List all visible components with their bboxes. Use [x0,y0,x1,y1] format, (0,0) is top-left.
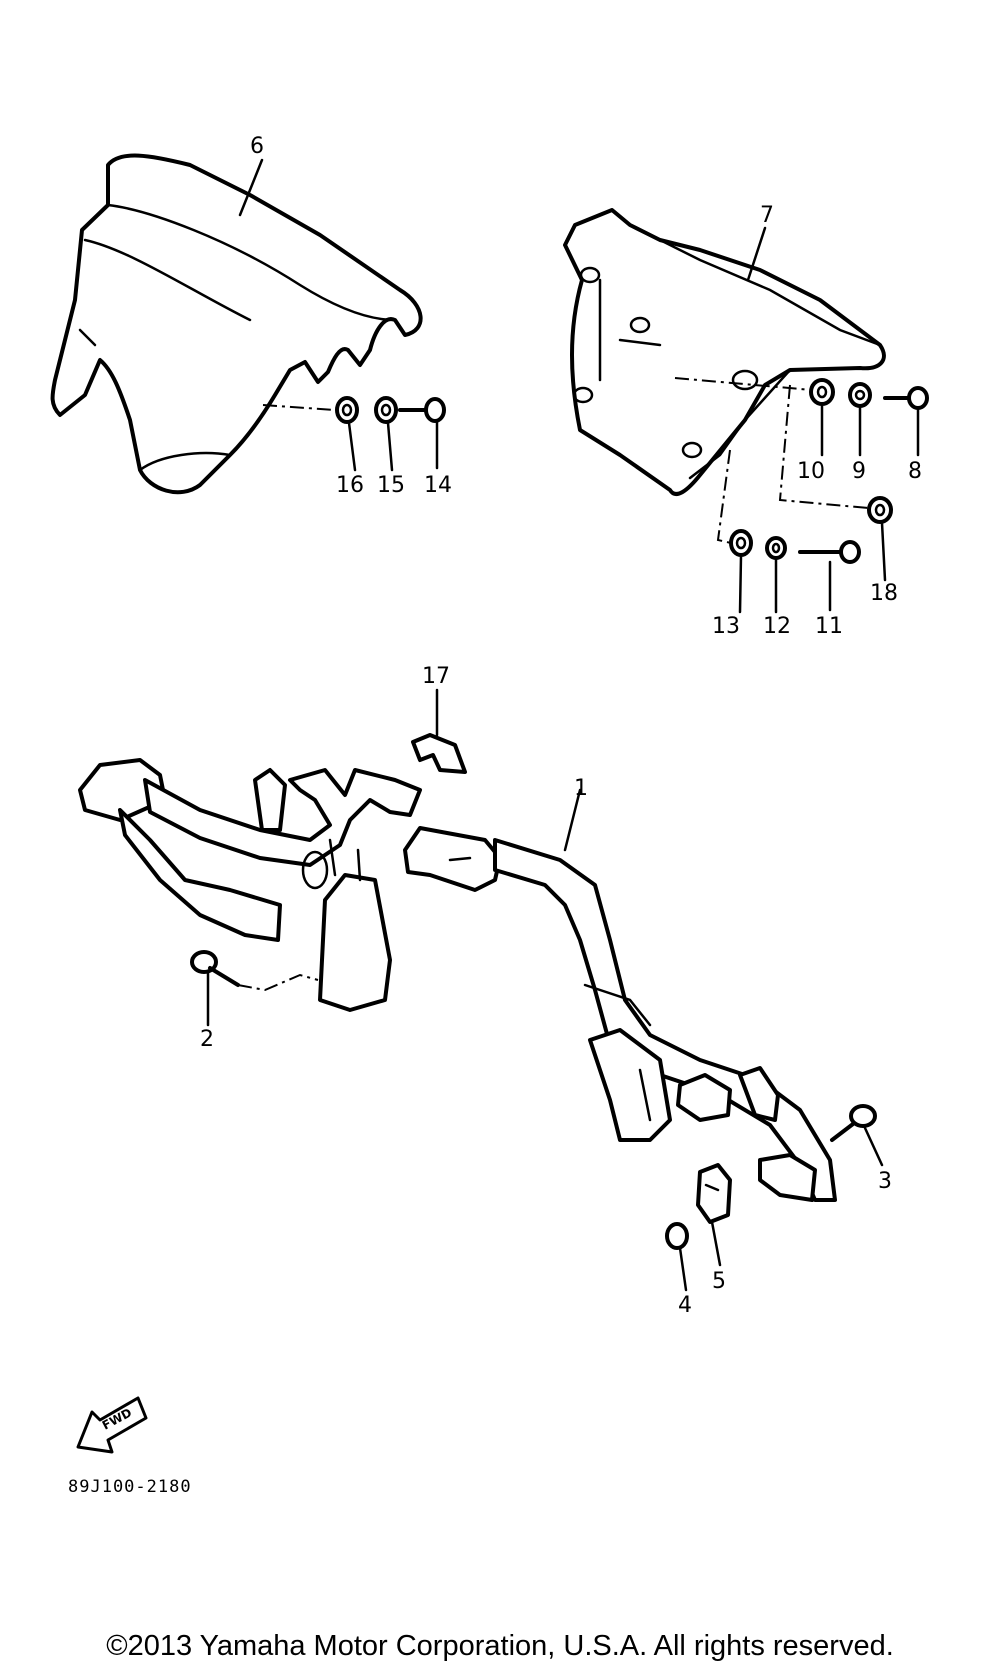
part-5-clip [696,1163,732,1224]
callout-13: 13 [712,614,740,639]
part-4-nut [665,1222,689,1250]
callout-1: 1 [574,776,588,801]
callout-12: 12 [763,614,791,639]
leader-lines [206,158,920,1292]
callout-8: 8 [908,459,922,484]
callout-5: 5 [712,1269,726,1294]
part-12-washer [765,536,787,560]
part-11-bolt [798,540,861,564]
part-1-bracket [78,758,837,1202]
part-9-washer [848,382,872,408]
callout-17: 17 [422,664,450,689]
part-14-bolt [398,397,446,423]
part-16-collar [335,396,359,424]
fwd-arrow-icon: FWD [76,1396,148,1454]
part-17-clip [411,733,467,774]
copyright-notice: ©2013 Yamaha Motor Corporation, U.S.A. A… [106,1630,894,1662]
part-10-collar [809,378,835,406]
callout-labels: 1 2 3 4 5 6 7 8 9 10 11 12 13 14 15 16 1… [200,134,922,1318]
callout-14: 14 [424,473,452,498]
callout-2: 2 [200,1027,214,1052]
part-6-cover [50,153,423,495]
part-13-collar [729,529,753,557]
callout-6: 6 [250,134,264,159]
callout-7: 7 [760,203,774,228]
part-15-washer [374,396,398,424]
callout-9: 9 [852,459,866,484]
callout-10: 10 [797,459,825,484]
part-7-cover [563,208,886,496]
part-3-bolt [830,1104,877,1142]
part-18-nut [867,496,893,524]
part-8-bolt [883,386,929,410]
callout-3: 3 [878,1169,892,1194]
drawing-code: 89J100-2180 [68,1477,192,1497]
callout-4: 4 [678,1293,692,1318]
callout-16: 16 [336,473,364,498]
callout-15: 15 [377,473,405,498]
callout-18: 18 [870,581,898,606]
part-2-bolt [190,950,240,987]
callout-11: 11 [815,614,843,639]
